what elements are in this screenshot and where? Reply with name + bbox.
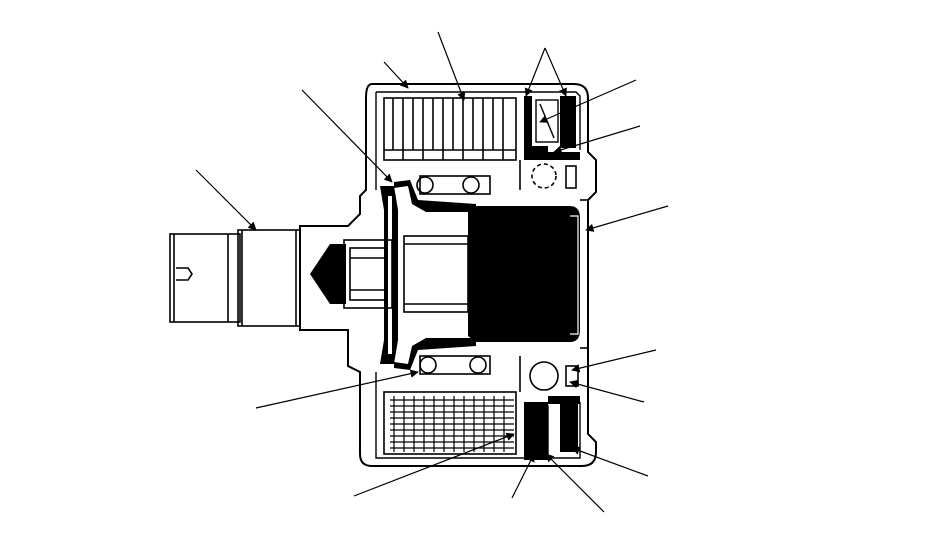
input-sleeve xyxy=(169,229,301,327)
cover-plate xyxy=(580,199,588,349)
piston-left xyxy=(380,186,398,364)
lower-clutch-plates xyxy=(383,391,517,455)
leader-line-snap-ring-a xyxy=(524,47,546,97)
leader-line-input-sleeve xyxy=(195,169,257,231)
leader-line-lower-piston xyxy=(571,446,649,477)
central-drum xyxy=(394,180,580,370)
leader-line-snap-ring-b xyxy=(544,47,567,97)
leader-line-retainer xyxy=(553,125,641,154)
main-shaft xyxy=(343,235,469,313)
needle-bearings xyxy=(416,175,491,375)
leader-line-lower-ring xyxy=(511,453,535,499)
leader-line-spring xyxy=(539,79,637,123)
leader-line-bearing xyxy=(255,369,419,409)
leader-line-valve-seat xyxy=(569,379,645,403)
right-piston xyxy=(524,96,580,460)
leader-line-piston xyxy=(301,89,393,183)
leader-line-lower-plates xyxy=(353,432,515,497)
leader-line-check-ball xyxy=(571,349,657,373)
housing xyxy=(299,83,597,467)
check-valve xyxy=(519,160,579,392)
leader-line-clutch-plate-1 xyxy=(383,61,409,89)
leader-line-lower-spring xyxy=(545,453,605,513)
leader-line-clutch-plate-2 xyxy=(437,31,466,101)
upper-clutch-plates xyxy=(383,97,517,161)
shaft-cone-end xyxy=(310,244,346,304)
leader-lines xyxy=(195,31,669,513)
leader-line-cover xyxy=(585,205,669,232)
